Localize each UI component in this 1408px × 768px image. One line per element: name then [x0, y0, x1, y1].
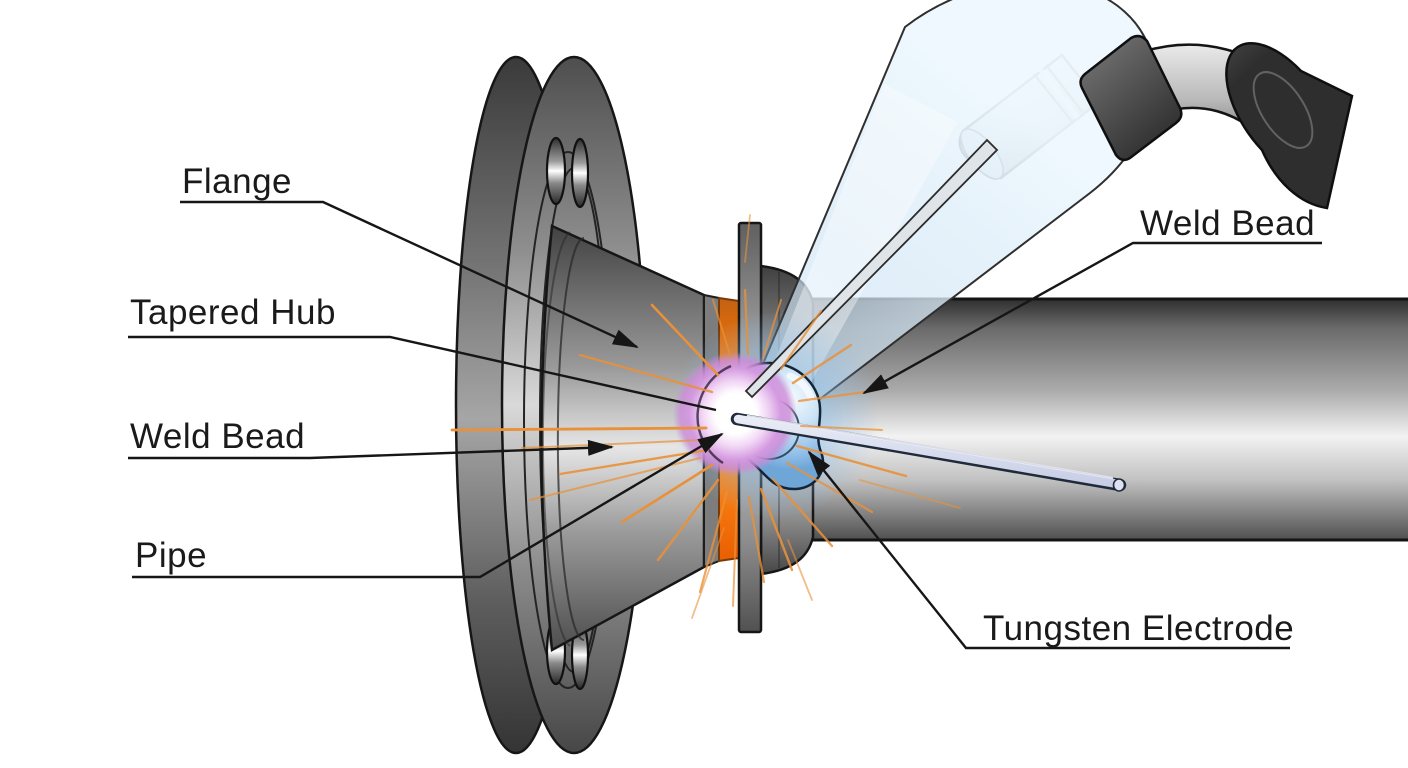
pipe-body [808, 297, 1408, 542]
label-tapered-hub: Tapered Hub [130, 293, 336, 332]
bolt-hole [570, 137, 590, 209]
hub-root-arc [556, 237, 585, 641]
label-weld-bead-right: Weld Bead [1140, 204, 1315, 243]
torch-head-collar [1079, 34, 1183, 162]
label-tungsten-electrode: Tungsten Electrode [983, 609, 1294, 648]
labels: Flange Tapered Hub Weld Bead Pipe Weld B… [130, 162, 1315, 648]
torch-rear-collar-cable [1225, 42, 1354, 210]
torch-rear-collar-lip [1252, 71, 1314, 149]
label-weld-bead-left: Weld Bead [130, 417, 305, 456]
sparks [450, 214, 961, 619]
leader-lines [128, 200, 1322, 650]
bolt-hole [545, 136, 567, 206]
leader-weld-bead-left [128, 439, 614, 460]
torch-assembly [1079, 34, 1354, 210]
hub-root-arc [541, 231, 571, 647]
leader-tungsten-electrode [807, 450, 1290, 650]
leader-flange [180, 200, 639, 349]
label-pipe: Pipe [135, 536, 207, 575]
tungsten-electrode [744, 138, 999, 399]
weld-pool-highlight [786, 372, 815, 402]
hub-cone [540, 224, 706, 653]
label-flange: Flange [182, 162, 292, 201]
filler-rod-body [733, 414, 1123, 489]
leader-weld-bead-right [862, 241, 1322, 395]
filler-rod-tip [1112, 478, 1126, 492]
weld-zone [673, 313, 877, 517]
leader-tapered-hub [128, 335, 717, 412]
leader-pipe [132, 432, 724, 579]
